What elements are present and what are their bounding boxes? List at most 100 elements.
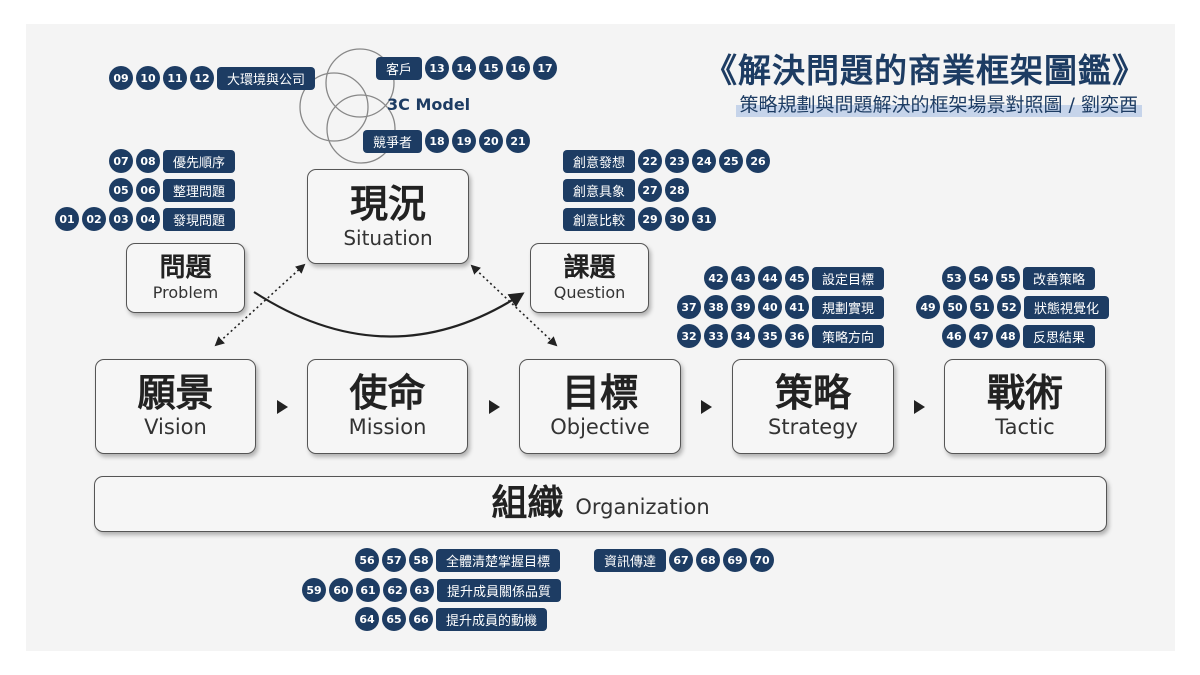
number-badge: 37 [677, 295, 701, 319]
number-badge: 46 [942, 324, 966, 348]
tag-label: 策略方向 [812, 324, 885, 348]
number-badge: 63 [410, 578, 434, 602]
number-badge: 16 [506, 56, 531, 80]
number-badge: 36 [785, 324, 809, 348]
number-badge: 61 [356, 578, 380, 602]
number-badge: 70 [750, 548, 775, 572]
number-badge: 31 [692, 207, 717, 231]
number-badge: 67 [669, 548, 694, 572]
number-badge: 03 [109, 207, 133, 231]
number-badge: 18 [425, 129, 450, 153]
number-badge: 24 [692, 149, 717, 173]
node-situation-en: Situation [343, 225, 433, 250]
number-badge: 02 [82, 207, 106, 231]
node-question-zh: 課題 [563, 252, 616, 283]
number-badge: 11 [163, 66, 187, 90]
node-mission-zh: 使命 [349, 370, 426, 415]
number-badge: 53 [942, 266, 966, 290]
tag-label: 創意比較 [563, 207, 636, 231]
number-badge: 45 [785, 266, 809, 290]
number-badge: 56 [355, 548, 379, 572]
node-organization: 組織 Organization [94, 476, 1107, 532]
node-situation: 現況 Situation [307, 169, 469, 264]
number-badge: 42 [704, 266, 728, 290]
tag-label: 競爭者 [363, 129, 423, 153]
number-badge: 48 [996, 324, 1020, 348]
node-tactic-zh: 戰術 [986, 370, 1063, 415]
tag-label: 規劃實現 [812, 295, 885, 319]
number-badge: 66 [409, 607, 433, 631]
tag-label: 全體清楚掌握目標 [436, 548, 561, 572]
number-badge: 51 [970, 295, 994, 319]
tag-label: 資訊傳達 [594, 548, 667, 572]
node-vision: 願景 Vision [95, 359, 256, 454]
number-badge: 55 [996, 266, 1020, 290]
number-badge: 14 [452, 56, 477, 80]
number-badge: 38 [704, 295, 728, 319]
node-strategy-en: Strategy [768, 414, 858, 439]
node-organization-zh: 組織 [491, 483, 564, 524]
number-badge: 65 [382, 607, 406, 631]
number-badge: 08 [136, 149, 160, 173]
node-vision-zh: 願景 [137, 370, 214, 415]
arrow-objective-strategy [701, 400, 712, 414]
number-badge: 47 [969, 324, 993, 348]
number-badge: 32 [677, 324, 701, 348]
node-problem-en: Problem [152, 282, 219, 302]
number-badge: 06 [136, 178, 160, 202]
tag-label: 提升成員關係品質 [437, 578, 562, 602]
number-badge: 59 [302, 578, 326, 602]
number-badge: 62 [383, 578, 407, 602]
venn-circle-competitor [326, 94, 396, 164]
number-badge: 17 [533, 56, 558, 80]
number-badge: 69 [723, 548, 748, 572]
number-badge: 05 [109, 178, 133, 202]
number-badge: 29 [638, 207, 663, 231]
number-badge: 25 [719, 149, 744, 173]
number-badge: 12 [190, 66, 214, 90]
arrow-mission-objective [489, 400, 500, 414]
number-badge: 07 [109, 149, 133, 173]
number-badge: 43 [731, 266, 755, 290]
number-badge: 52 [997, 295, 1021, 319]
number-badge: 01 [55, 207, 79, 231]
node-problem: 問題 Problem [126, 243, 245, 313]
page-title: 《解決問題的商業框架圖鑑》 [704, 51, 1146, 90]
number-badge: 15 [479, 56, 504, 80]
number-badge: 39 [731, 295, 755, 319]
number-badge: 21 [506, 129, 531, 153]
node-objective: 目標 Objective [519, 359, 681, 454]
number-badge: 44 [758, 266, 782, 290]
number-badge: 40 [758, 295, 782, 319]
node-mission: 使命 Mission [307, 359, 468, 454]
number-badge: 33 [704, 324, 728, 348]
tag-label: 大環境與公司 [217, 66, 316, 90]
venn-circle-company [325, 48, 395, 118]
number-badge: 30 [665, 207, 690, 231]
node-tactic-en: Tactic [995, 414, 1055, 439]
venn-circle-customer [299, 72, 369, 142]
number-badge: 19 [452, 129, 477, 153]
number-badge: 04 [136, 207, 160, 231]
tag-label: 優先順序 [163, 149, 236, 173]
page-subtitle: 策略規劃與問題解決的框架場景對照圖 / 劉奕酉 [735, 90, 1142, 117]
number-badge: 13 [425, 56, 450, 80]
tag-label: 提升成員的動機 [436, 607, 548, 631]
number-badge: 28 [665, 178, 690, 202]
tag-label: 客戶 [376, 56, 423, 80]
